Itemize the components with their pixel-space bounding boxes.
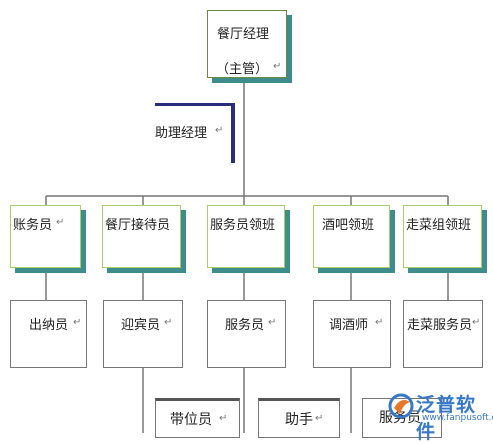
logo-emblem-icon: [388, 393, 414, 419]
node-cashier: 出纳员 ↵: [10, 300, 87, 368]
node-bartender-label: 调酒师: [329, 318, 369, 333]
node-service-lead-label: 服务员领班: [210, 218, 276, 233]
paragraph-mark: ↵: [219, 413, 228, 424]
node-waiter-label: 服务员: [225, 318, 265, 333]
node-runner-label: 走菜服务员: [407, 318, 473, 333]
node-runner-lead: 走菜组领班: [403, 205, 482, 268]
node-bar-lead: 酒吧领班: [313, 205, 390, 268]
node-manager: 餐厅经理 （主管） ↵: [207, 10, 287, 78]
logo-url: www.fanpusoft.com: [422, 413, 493, 423]
node-runner-lead-label: 走菜组领班: [406, 218, 472, 233]
node-manager-sublabel: （主管）: [216, 62, 269, 77]
node-manager-label: 餐厅经理: [217, 27, 270, 42]
node-usher: 带位员 ↵: [155, 398, 240, 438]
paragraph-mark: ↵: [56, 217, 65, 228]
node-accountant: 账务员 ↵: [10, 205, 81, 268]
paragraph-mark: ↵: [215, 125, 224, 136]
node-assistant-label: 助理经理: [155, 126, 208, 141]
paragraph-mark: ↵: [472, 317, 481, 328]
node-cashier-label: 出纳员: [29, 318, 69, 333]
node-assistant: 助理经理 ↵: [155, 103, 235, 163]
node-receptionist: 餐厅接待员: [102, 205, 181, 268]
node-greeter-label: 迎宾员: [121, 318, 161, 333]
paragraph-mark: ↵: [315, 413, 324, 424]
paragraph-mark: ↵: [73, 317, 82, 328]
node-receptionist-label: 餐厅接待员: [105, 218, 171, 233]
node-service-lead: 服务员领班: [207, 205, 285, 268]
node-waiter: 服务员 ↵: [207, 300, 286, 368]
paragraph-mark: ↵: [164, 317, 173, 328]
org-chart: 餐厅经理 （主管） ↵ 助理经理 ↵ 账务员 ↵ 餐厅接待员 服务员领班 酒吧领…: [10, 10, 493, 443]
node-helper: 助手 ↵: [258, 398, 340, 438]
connector-lines: [45, 78, 449, 433]
node-bartender: 调酒师 ↵: [313, 300, 391, 368]
node-greeter: 迎宾员 ↵: [103, 300, 183, 368]
node-bar-lead-label: 酒吧领班: [322, 218, 375, 233]
node-helper-label: 助手: [285, 412, 313, 428]
paragraph-mark: ↵: [268, 317, 277, 328]
paragraph-mark: ↵: [273, 61, 282, 72]
node-usher-label: 带位员: [170, 412, 212, 428]
node-runner: 走菜服务员 ↵: [403, 300, 483, 368]
fanpu-logo: 泛普软件 www.fanpusoft.com: [388, 390, 493, 443]
paragraph-mark: ↵: [375, 317, 384, 328]
node-accountant-label: 账务员: [13, 218, 53, 233]
